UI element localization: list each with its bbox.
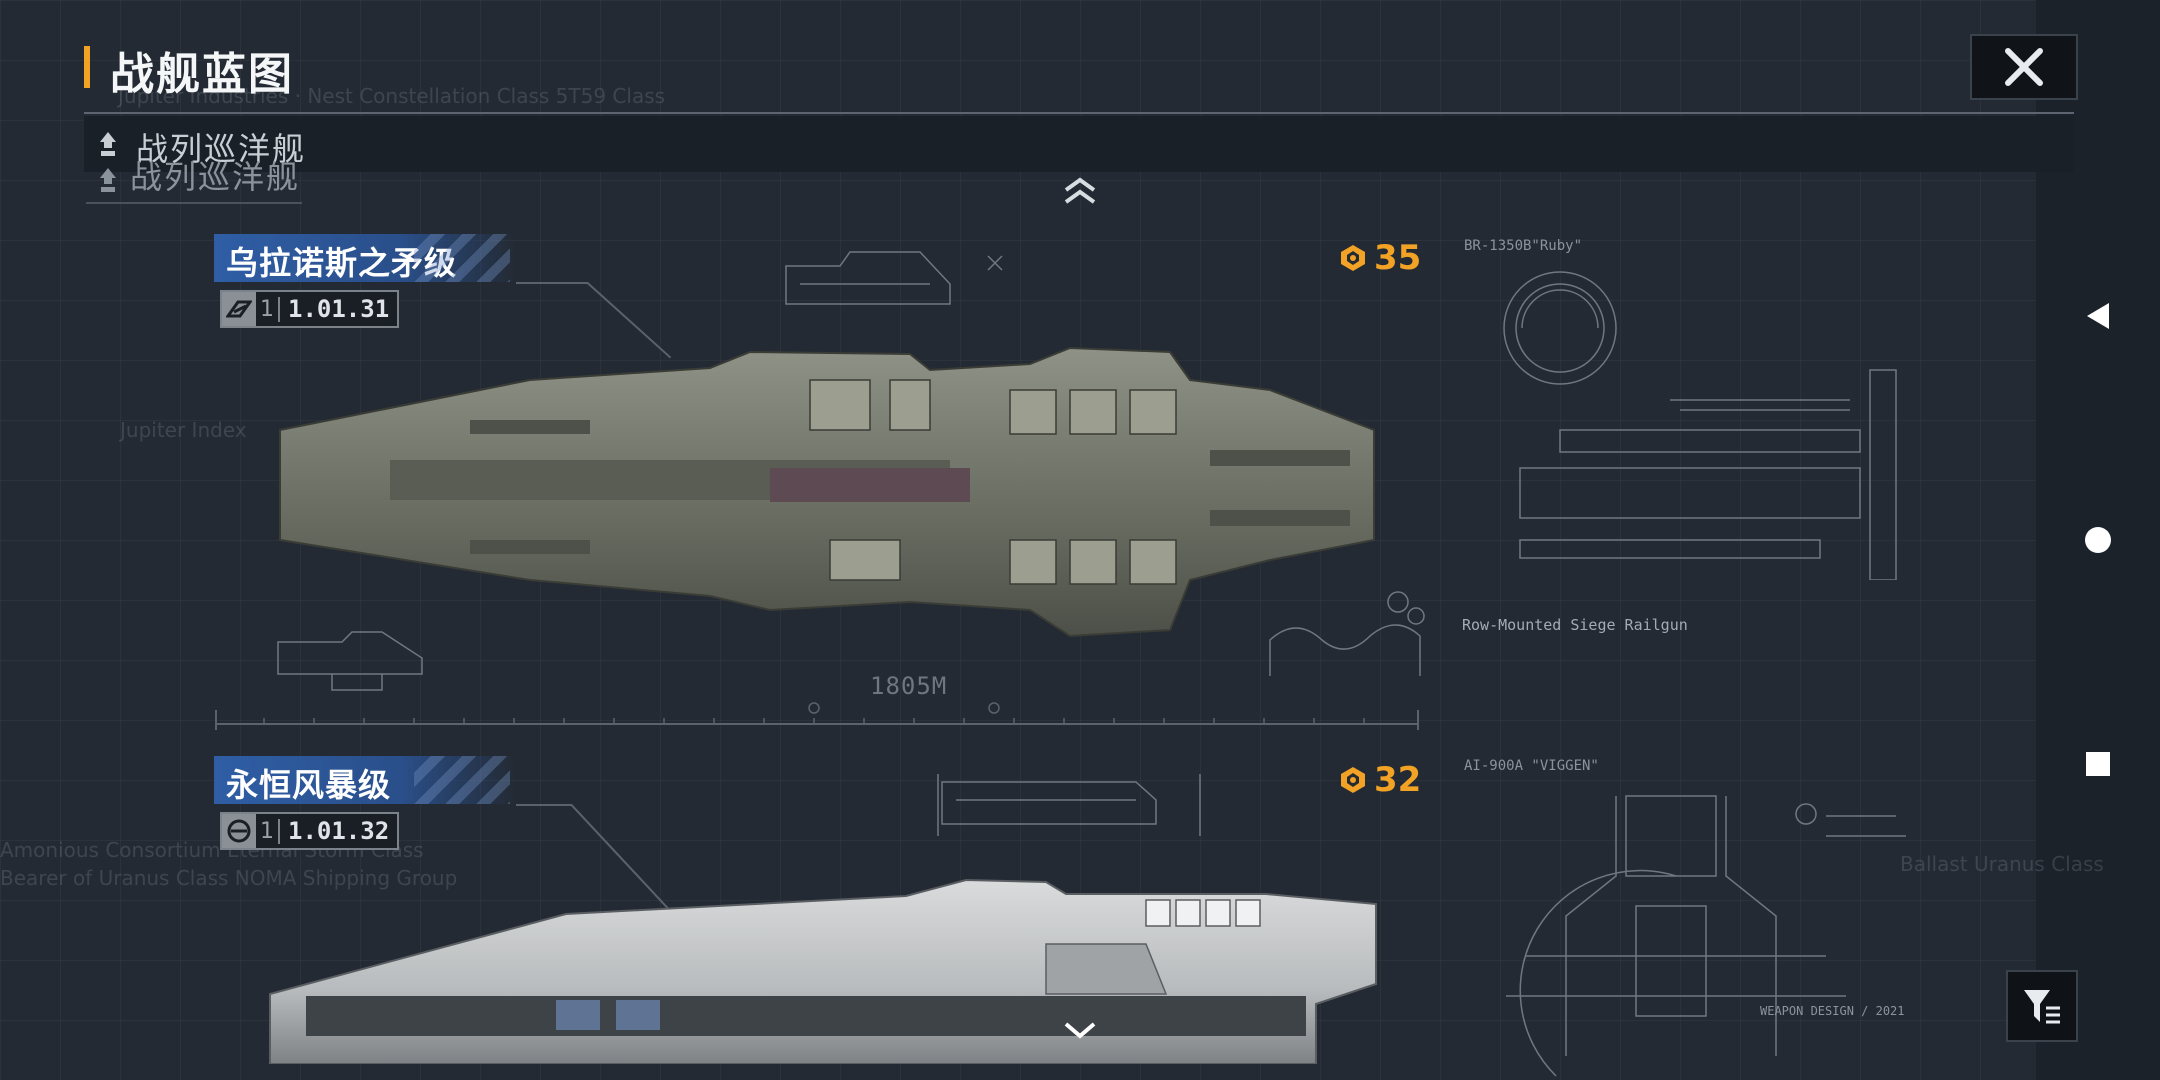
battlecruiser-class-icon — [100, 168, 116, 192]
ship-name: 乌拉诺斯之矛级 — [226, 244, 458, 282]
page-title: 战舰蓝图 — [110, 49, 294, 100]
design-note: WEAPON DESIGN / 2021 — [1760, 1004, 1905, 1018]
weapon-code: BR-1350B"Ruby" — [1464, 238, 1583, 254]
collapse-chevron-up-icon[interactable] — [1056, 176, 1104, 206]
nav-recents-button[interactable] — [2078, 744, 2118, 784]
ship-cost: 32 — [1338, 760, 1421, 800]
length-ruler — [215, 702, 1419, 730]
blueprint-detail-top — [937, 774, 1201, 836]
weapon-name: Row-Mounted Siege Railgun — [1462, 616, 1688, 634]
ship-version-badge: 1 1.01.31 — [220, 290, 400, 328]
blueprint-detail-left — [277, 631, 423, 691]
home-circle-icon — [2085, 527, 2111, 553]
ghost-text: Ballast Uranus Class — [1900, 852, 2104, 876]
ship-name-plate: 永恒风暴级 — [214, 756, 516, 804]
ghost-text: Jupiter Index — [120, 418, 247, 442]
nav-home-button[interactable] — [2078, 520, 2118, 560]
weapon-code: AI-900A "VIGGEN" — [1464, 758, 1599, 774]
ship-length: 1805M — [870, 672, 948, 700]
callout-line — [516, 804, 572, 806]
ghost-text: Jupiter Industries · Nest Constellation … — [118, 84, 666, 108]
manufacturer-emblem-icon — [222, 292, 256, 326]
filter-sort-button[interactable] — [2006, 970, 2078, 1042]
manufacturer-emblem-icon — [222, 814, 256, 848]
ship-illustration-uranus-spear — [279, 346, 1375, 638]
ghost-text: Bearer of Uranus Class NOMA Shipping Gro… — [0, 866, 458, 890]
command-point-icon — [1341, 245, 1365, 271]
ship-version-badge: 1 1.01.32 — [220, 812, 400, 850]
callout-line — [516, 282, 588, 284]
category-ghost-label: 战列巡洋舰 — [86, 160, 302, 204]
battlecruiser-class-icon — [100, 132, 116, 156]
weapon-schematic-viggen — [1506, 795, 1906, 1077]
title-accent — [84, 46, 90, 88]
ship-cost-value: 32 — [1374, 760, 1422, 800]
nav-back-button[interactable] — [2078, 296, 2118, 336]
close-button[interactable] — [1970, 34, 2078, 100]
ship-illustration-eternal-storm — [269, 878, 1377, 1064]
ship-tier: 1 — [256, 296, 280, 322]
scroll-down-chevron-icon[interactable] — [1058, 1016, 1102, 1046]
ship-cost: 35 — [1338, 238, 1421, 278]
category-label: 战列巡洋舰 — [136, 130, 307, 168]
back-triangle-icon — [2087, 303, 2109, 329]
filter-icon — [2024, 990, 2060, 1024]
ship-name: 永恒风暴级 — [226, 766, 392, 804]
blueprint-detail-profile — [1269, 591, 1425, 676]
ship-cost-value: 35 — [1374, 238, 1422, 278]
close-icon — [2005, 48, 2043, 86]
weapon-schematic-railgun — [1503, 271, 1897, 580]
ship-name-plate: 乌拉诺斯之矛级 — [214, 234, 516, 282]
category-dropdown[interactable]: 战列巡洋舰 — [84, 116, 2074, 172]
ship-version: 1.01.32 — [288, 817, 390, 845]
command-point-icon — [1341, 767, 1365, 793]
recents-square-icon — [2086, 752, 2110, 776]
title-bar: 战舰蓝图 — [84, 38, 2074, 114]
ship-tier: 1 — [256, 818, 280, 844]
blueprint-detail-top — [785, 251, 1003, 305]
ship-version: 1.01.31 — [288, 295, 390, 323]
